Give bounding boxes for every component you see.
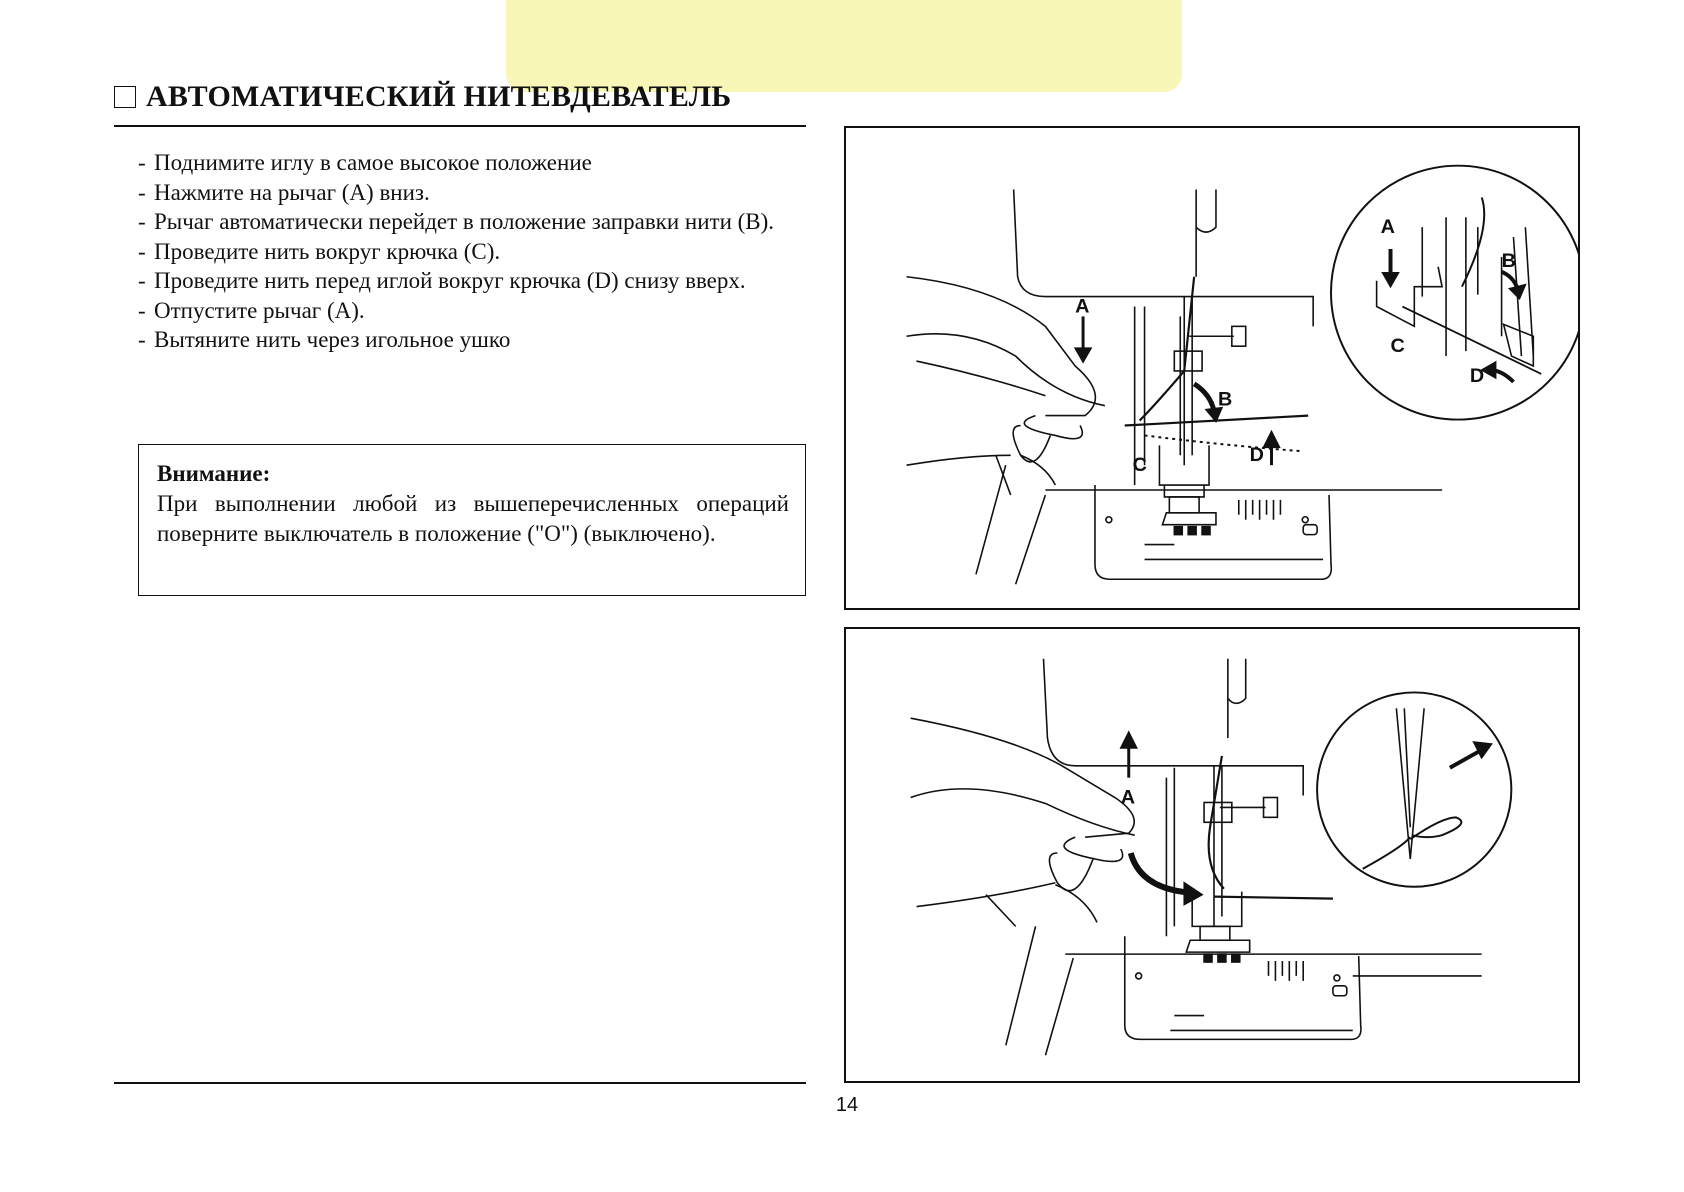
- instruction-list: -Поднимите иглу в самое высокое положени…: [138, 148, 806, 355]
- sewing-machine-illustration-1: A B C D A B C D: [906, 164, 1578, 585]
- label-d: D: [1250, 444, 1264, 466]
- section-heading: АВТОМАТИЧЕСКИЙ НИТЕВДЕВАТЕЛЬ: [114, 80, 731, 114]
- list-item: -Проведите нить перед иглой вокруг крючк…: [138, 266, 806, 296]
- label-b: B: [1218, 389, 1232, 411]
- checkbox-square-icon: [114, 86, 136, 108]
- figure-threading-step1: A B C D A B C D: [844, 126, 1580, 610]
- zoom-label-d: D: [1470, 365, 1484, 387]
- list-item: -Рычаг автоматически перейдет в положени…: [138, 207, 806, 237]
- caution-box: Внимание: При выполнении любой из вышепе…: [138, 444, 806, 596]
- list-item: -Поднимите иглу в самое высокое положени…: [138, 148, 806, 178]
- zoom-label-c: C: [1391, 335, 1405, 357]
- list-item: -Нажмите на рычаг (A) вниз.: [138, 178, 806, 208]
- instruction-text: Проведите нить перед иглой вокруг крючка…: [154, 268, 746, 293]
- tab-highlight: [506, 0, 1182, 92]
- page-number: 14: [835, 1094, 859, 1116]
- label-a: A: [1121, 786, 1135, 808]
- page-title: АВТОМАТИЧЕСКИЙ НИТЕВДЕВАТЕЛЬ: [146, 80, 732, 113]
- instruction-text: Отпустите рычаг (A).: [154, 297, 365, 323]
- zoom-label-a: A: [1381, 216, 1395, 238]
- caution-text: При выполнении любой из вышеперечисленны…: [157, 491, 789, 546]
- list-item: -Вытяните нить через игольное ушко: [138, 325, 806, 355]
- instruction-text: Вытяните нить через игольное ушко: [154, 327, 511, 352]
- label-c: C: [1133, 454, 1147, 476]
- figure-threading-step2: A: [844, 627, 1580, 1083]
- instruction-text: Проведите нить вокруг крючка (C).: [154, 238, 501, 264]
- top-divider: [114, 125, 806, 127]
- caution-title: Внимание:: [157, 461, 271, 486]
- sewing-machine-illustration-2: A: [910, 658, 1513, 1056]
- bottom-divider: [114, 1082, 806, 1084]
- label-a: A: [1075, 295, 1089, 317]
- list-item: -Проведите нить вокруг крючка (C).: [138, 237, 806, 267]
- instruction-text: Рычаг автоматически перейдет в положение…: [154, 209, 775, 234]
- zoom-label-b: B: [1502, 250, 1516, 272]
- instruction-text: Нажмите на рычаг (A) вниз.: [154, 179, 430, 205]
- instruction-text: Поднимите иглу в самое высокое положение: [154, 150, 592, 175]
- list-item: -Отпустите рычаг (A).: [138, 296, 806, 326]
